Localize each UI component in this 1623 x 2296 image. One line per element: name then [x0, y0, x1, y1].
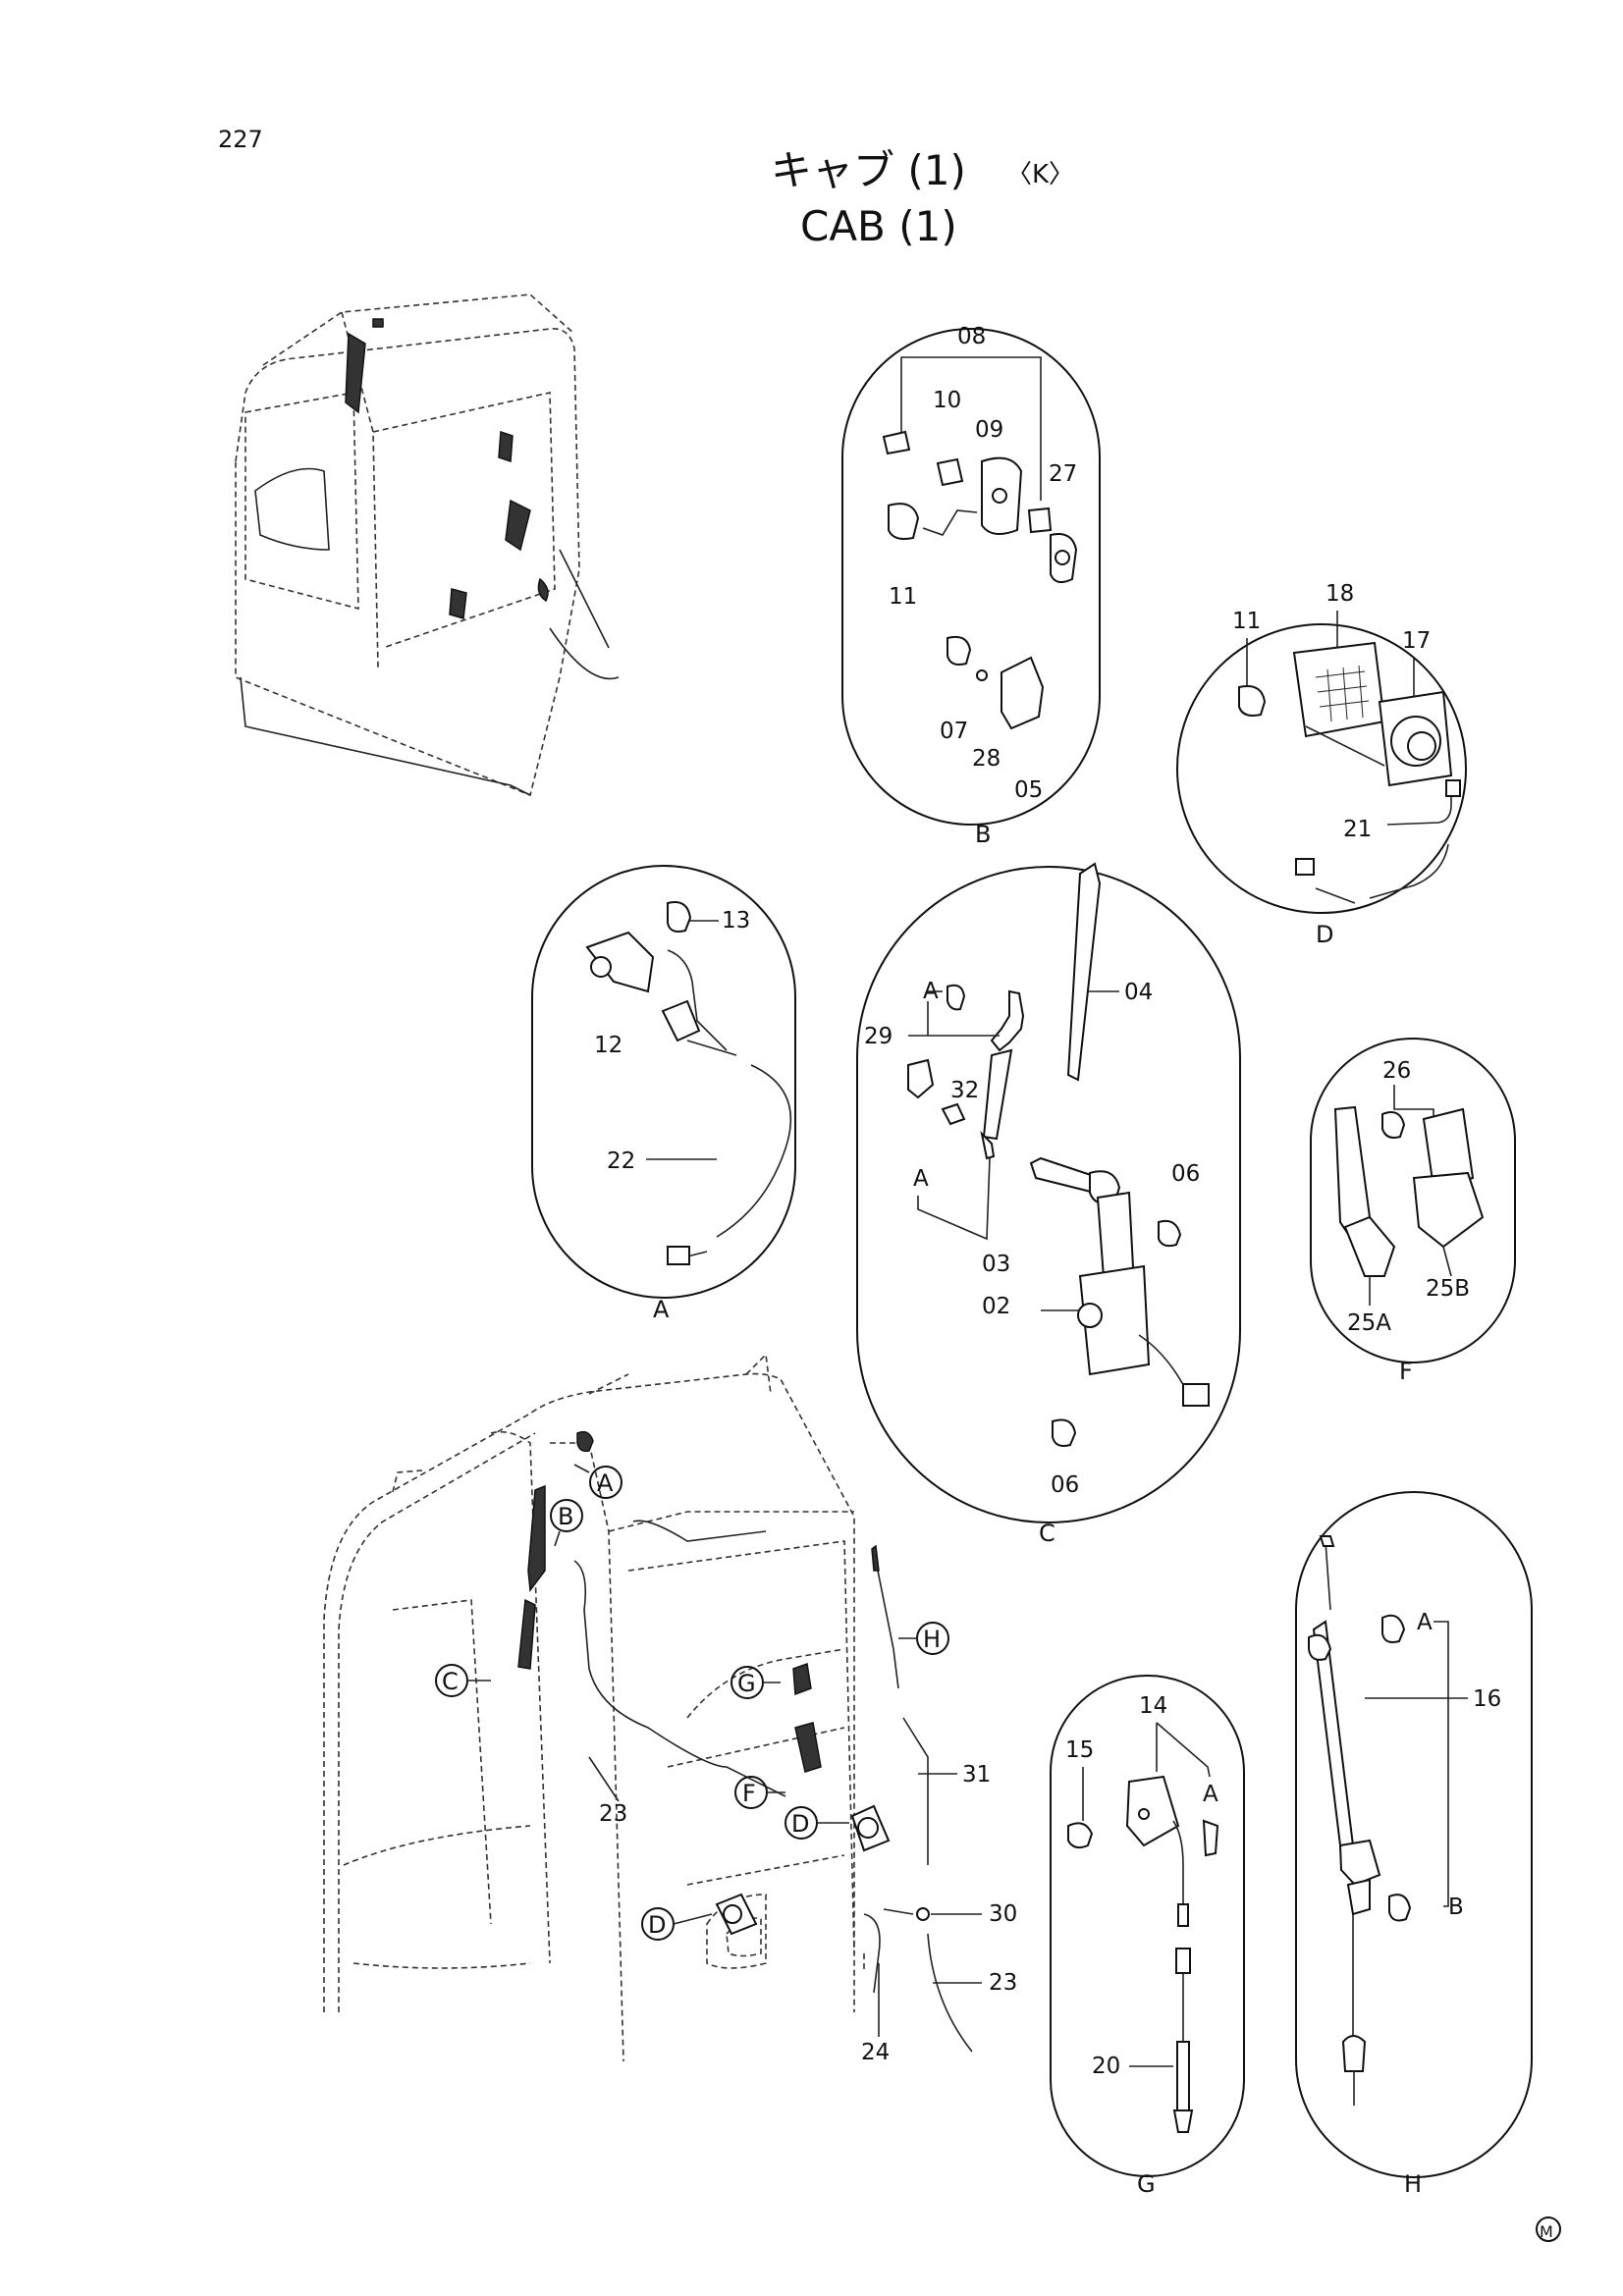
callout-d-1: D — [791, 1810, 809, 1838]
label-28: 28 — [972, 746, 1001, 772]
title-japanese: キャブ (1) — [771, 146, 966, 194]
label-a-c2: A — [913, 1166, 929, 1192]
manufacturer-mark: M — [1536, 2216, 1561, 2242]
label-15: 15 — [1065, 1737, 1094, 1763]
overview-cab-illustration — [235, 294, 620, 797]
callout-g: G — [737, 1670, 756, 1697]
detail-view-b: 08 10 09 27 11 07 28 05 B — [841, 324, 1101, 848]
detail-letter-h: H — [1404, 2170, 1422, 2198]
label-13: 13 — [722, 908, 750, 934]
title-tag: 〈K〉 — [1006, 160, 1074, 189]
label-14: 14 — [1139, 1693, 1167, 1719]
label-06-top: 06 — [1171, 1161, 1200, 1187]
callout-f: F — [742, 1780, 756, 1807]
callout-c: C — [442, 1668, 459, 1695]
detail-view-c: 04 A 29 32 A 06 03 02 06 C — [856, 862, 1241, 1547]
label-25b: 25B — [1426, 1276, 1470, 1302]
label-17: 17 — [1402, 628, 1431, 654]
label-16: 16 — [1473, 1686, 1501, 1712]
label-23-left: 23 — [599, 1801, 627, 1827]
label-02: 02 — [982, 1294, 1010, 1319]
detail-letter-f: F — [1399, 1358, 1413, 1385]
main-part-labels: 31 23 30 23 24 — [588, 1756, 1017, 2065]
detail-letter-g: G — [1137, 2170, 1156, 2198]
detail-view-a: 13 12 22 A — [531, 865, 796, 1323]
label-12: 12 — [594, 1033, 622, 1058]
label-11-d: 11 — [1232, 609, 1261, 634]
label-30: 30 — [989, 1901, 1017, 1927]
label-07: 07 — [940, 719, 968, 744]
callout-d-2: D — [648, 1911, 666, 1939]
label-23-right: 23 — [989, 1970, 1017, 1996]
label-a-h: A — [1417, 1610, 1433, 1635]
label-08: 08 — [957, 324, 986, 349]
label-27: 27 — [1049, 461, 1077, 487]
detail-letter-c: C — [1039, 1520, 1055, 1547]
label-04: 04 — [1124, 980, 1153, 1005]
label-06-bottom: 06 — [1051, 1472, 1079, 1498]
label-32: 32 — [950, 1078, 979, 1103]
label-29: 29 — [864, 1024, 893, 1049]
label-09: 09 — [975, 417, 1003, 443]
main-callouts: A B C G H F D D — [435, 1464, 949, 1941]
label-26: 26 — [1382, 1058, 1411, 1084]
callout-a: A — [597, 1469, 614, 1497]
detail-letter-b: B — [975, 821, 991, 848]
title-english: CAB (1) — [800, 202, 957, 250]
detail-view-d: 11 18 17 21 D — [1176, 581, 1467, 948]
label-18: 18 — [1325, 581, 1354, 607]
main-cab-illustration — [323, 1353, 973, 2062]
label-a-g: A — [1203, 1782, 1218, 1807]
page-number: 227 — [218, 126, 263, 153]
label-10: 10 — [933, 388, 961, 413]
manufacturer-mark-letter: M — [1540, 2222, 1553, 2241]
label-21: 21 — [1343, 817, 1372, 842]
label-22: 22 — [607, 1148, 635, 1174]
label-b-h: B — [1448, 1895, 1464, 1920]
label-31: 31 — [962, 1762, 991, 1788]
callout-h: H — [923, 1626, 941, 1653]
label-03: 03 — [982, 1252, 1010, 1277]
detail-letter-a: A — [653, 1296, 670, 1323]
label-25a: 25A — [1347, 1310, 1391, 1336]
detail-letter-d: D — [1316, 921, 1333, 948]
label-24: 24 — [861, 2040, 890, 2065]
callout-b: B — [558, 1503, 573, 1530]
label-20: 20 — [1092, 2054, 1120, 2079]
detail-view-h: A 16 B H — [1295, 1491, 1533, 2198]
detail-view-g: 14 15 A 20 G — [1050, 1675, 1245, 2198]
label-05: 05 — [1014, 777, 1043, 803]
detail-view-f: 26 25B 25A F — [1310, 1038, 1516, 1385]
label-11: 11 — [889, 584, 917, 610]
